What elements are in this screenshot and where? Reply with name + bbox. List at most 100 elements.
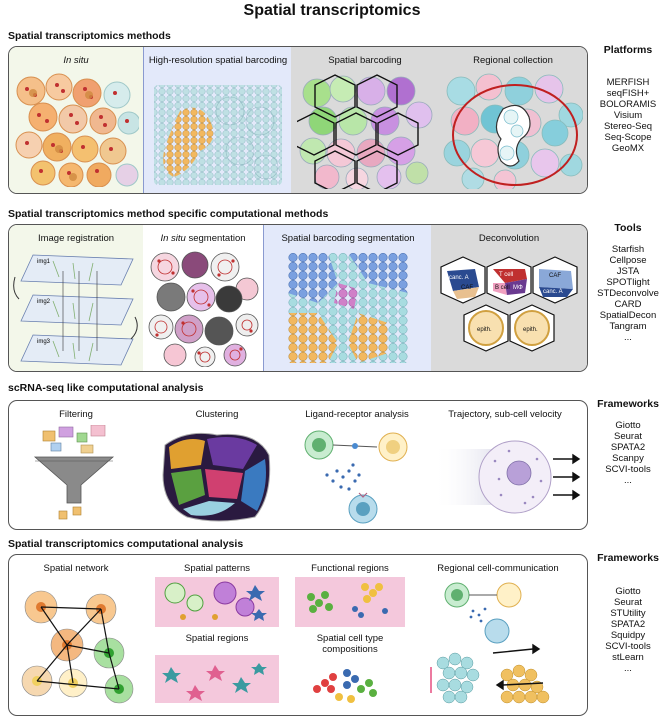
platforms-list: MERFISH seqFISH+ BOLORAMIS Visium Stereo… [592, 77, 664, 154]
panel-label: High-resolution spatial barcoding [148, 55, 288, 66]
ligand-receptor-illustration [304, 430, 408, 524]
cell-type-label: B cell [495, 285, 510, 291]
spatial-patterns-illustration [155, 577, 279, 627]
tool-item: Starfish [611, 244, 645, 255]
framework-item: SCVI-tools [605, 464, 651, 475]
frameworks-list-1: Giotto Seurat SPATA2 Scanpy SCVI-tools .… [592, 420, 664, 486]
panel-regional-collection: Regional collection [439, 47, 587, 193]
slice-label: img2 [37, 299, 51, 305]
framework-item: Seurat [614, 597, 642, 608]
panel-label: Trajectory, sub-cell velocity [448, 409, 562, 420]
cell-type-label: epith. [523, 327, 538, 333]
platform-item: Visium [613, 110, 643, 121]
panel-label: Clustering [195, 409, 239, 420]
segmentation-illustration [148, 251, 259, 367]
framework-item: Giotto [615, 420, 641, 431]
cell-type-label: epith. [477, 327, 492, 333]
panel-filtering: Filtering [9, 401, 143, 529]
regional-collection-illustration [443, 73, 583, 189]
panel-in-situ-segmentation: In situ segmentation [143, 225, 263, 371]
framework-item: ... [624, 663, 632, 674]
platform-item: MERFISH [606, 77, 650, 88]
tool-item: SpatialDecon [599, 310, 657, 321]
panel-hires-barcoding: High-resolution spatial barcoding [143, 47, 293, 193]
panel-label: Spatial regions [185, 633, 249, 644]
tool-item: JSTA [616, 266, 640, 277]
panel-spatial-network: Spatial network [9, 555, 143, 715]
frameworks-list-2: Giotto Seurat STUtility SPATA2 Squidpy S… [592, 586, 664, 674]
framework-item: SPATA2 [610, 442, 646, 453]
panel-deconvolution: Deconvolution canc. A CAF T cell B cell … [431, 225, 587, 371]
cell-type-label: CAF [461, 285, 473, 291]
platform-item: GeoMX [611, 143, 645, 154]
framework-item: STUtility [610, 608, 646, 619]
spatial-network-illustration [21, 590, 134, 704]
panel-label: Spatial patterns [183, 563, 250, 574]
framework-item: SCVI-tools [605, 641, 651, 652]
cell-type-label: canc. A [543, 289, 563, 295]
tool-item: STDeconvolve [597, 288, 659, 299]
clustering-illustration [162, 432, 271, 522]
spatial-regions-illustration [155, 655, 279, 703]
framework-item: ... [624, 475, 632, 486]
panel-label: In situ [63, 55, 89, 66]
frameworks-heading-2: Frameworks [597, 552, 659, 564]
cell-type-label: CAF [549, 273, 561, 279]
section-3-box: Filtering Clustering Ligand-receptor ana… [8, 400, 588, 530]
panel-functional-regions: Functional regions Spatial cell type com… [291, 555, 409, 715]
panel-label: Image registration [37, 233, 115, 244]
panel-label: In situ segmentation [160, 233, 246, 244]
tool-item: SPOTlight [606, 277, 650, 288]
tool-item: CARD [614, 299, 642, 310]
panel-ligand-receptor: Ligand-receptor analysis [291, 401, 423, 529]
deconvolution-illustration: canc. A CAF T cell B cell MΦ CAF canc. A… [440, 256, 578, 352]
panel-spatial-barcoding-segmentation: Spatial barcoding segmentation [263, 225, 433, 371]
panel-label: Spatial network [43, 563, 109, 574]
cell-type-compositions-illustration [313, 669, 377, 703]
trajectory-illustration [433, 440, 581, 514]
panel-label: Filtering [59, 409, 93, 420]
panel-regional-cell-communication: Regional cell-communication [409, 555, 587, 715]
tool-item: ... [624, 332, 632, 343]
regional-communication-illustration [430, 582, 550, 704]
tool-item: Cellpose [609, 255, 647, 266]
section-4-heading: Spatial transcriptomics computational an… [8, 538, 244, 550]
platform-item: Stereo-Seq [603, 121, 653, 132]
panel-trajectory: Trajectory, sub-cell velocity [423, 401, 587, 529]
section-4-box: Spatial network Spatial patterns [8, 554, 588, 716]
framework-item: stLearn [612, 652, 644, 663]
tools-heading: Tools [614, 222, 642, 234]
spatial-barcoding-illustration [297, 74, 433, 189]
platform-item: Seq-Scope [604, 132, 652, 143]
platforms-heading: Platforms [603, 44, 653, 56]
panel-image-registration: Image registration img1 img2 img3 [9, 225, 143, 371]
section-2-heading: Spatial transcriptomics method specific … [8, 208, 329, 220]
panel-clustering: Clustering [143, 401, 291, 529]
panel-label: Functional regions [311, 563, 389, 574]
tool-item: Tangram [609, 321, 647, 332]
barcoding-segmentation-illustration [288, 253, 408, 363]
section-1-heading: Spatial transcriptomics methods [8, 30, 171, 42]
panel-label: Spatial barcoding [328, 55, 402, 66]
section-2-box: Image registration img1 img2 img3 In sit… [8, 224, 588, 372]
section-3-heading: scRNA-seq like computational analysis [8, 382, 204, 394]
panel-label: Spatial cell type compositions [316, 633, 384, 655]
framework-item: SPATA2 [610, 619, 646, 630]
filtering-funnel-illustration [33, 425, 115, 520]
figure-title: Spatial transcriptomics [243, 2, 421, 19]
slice-label: img3 [37, 339, 51, 345]
framework-item: Seurat [614, 431, 642, 442]
framework-item: Scanpy [612, 453, 644, 464]
frameworks-heading-1: Frameworks [597, 398, 659, 410]
hires-barcoding-illustration [154, 85, 282, 185]
platform-item: seqFISH+ [606, 88, 650, 99]
panel-label: Regional cell-communication [437, 563, 559, 574]
panel-spatial-barcoding: Spatial barcoding [291, 47, 439, 193]
cell-type-label: canc. A [449, 275, 469, 281]
tools-list: Starfish Cellpose JSTA SPOTlight STDecon… [592, 244, 664, 343]
platform-item: BOLORAMIS [599, 99, 657, 110]
image-registration-illustration: img1 img2 img3 [13, 254, 138, 366]
cell-type-label: MΦ [513, 285, 523, 291]
cell-type-label: T cell [499, 272, 513, 278]
panel-label: Deconvolution [478, 233, 540, 244]
